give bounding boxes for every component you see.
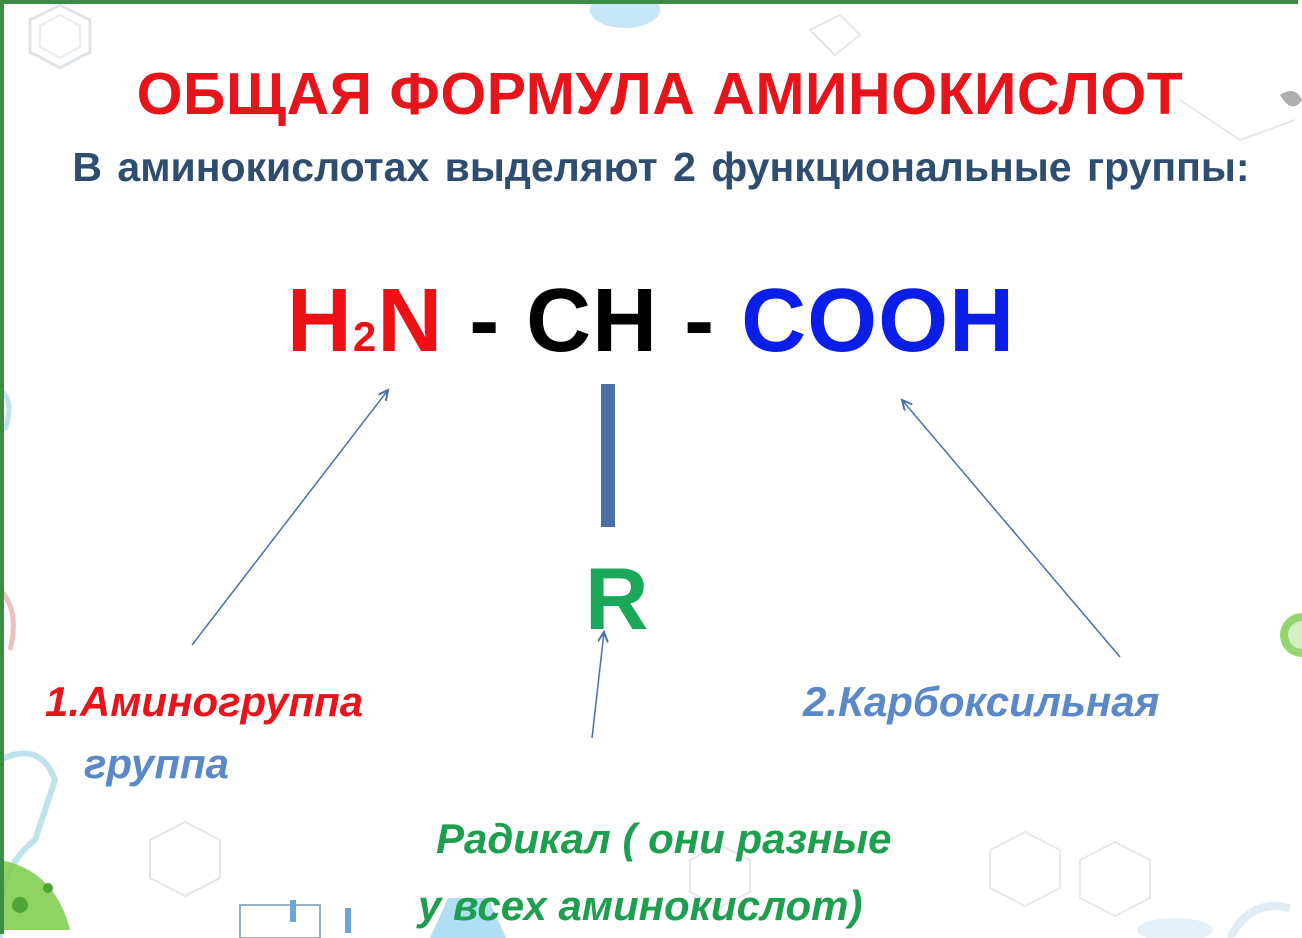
label-carboxyl-group: 2.Карбоксильная [803,678,1160,725]
arrow-to-carboxyl [902,400,1121,658]
formula-ch: CH [526,271,659,371]
amino-acid-formula: H2N - CH - COOH [0,270,1302,373]
arrow-to-amine [191,390,388,646]
formula-dash-2: - [658,271,742,371]
label-amino-group-line2: группа [84,740,230,787]
formula-amine-h: H [286,271,353,371]
formula-dash-1: - [443,271,527,371]
label-radical-line1: Радикал ( они разные [436,815,892,862]
slide-title: ОБЩАЯ ФОРМУЛА АМИНОКИСЛОТ [136,61,1184,127]
label-radical-line2: у всех аминокислот) [418,882,863,929]
radical-bond-line [601,384,615,527]
label-amino-group-line1: 1.Аминогруппа [45,678,364,725]
arrow-to-radical [591,632,604,739]
slide-subtitle: В аминокислотах выделяют 2 функциональны… [72,144,1250,190]
formula-amine-n: N [377,271,444,371]
radical-symbol: R [585,549,649,648]
formula-cooh: COOH [741,271,1016,371]
formula-amine-subscript: 2 [352,313,378,360]
